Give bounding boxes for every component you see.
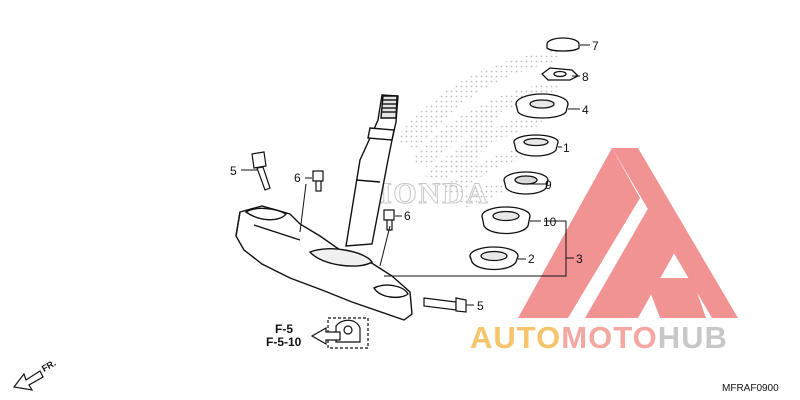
diagram-code: MFRAF0900 [722,383,779,394]
callout-9: 9 [545,178,552,192]
callout-4: 4 [582,103,589,117]
ref-arrow-icon [310,326,341,346]
logo-mark-icon [518,148,738,318]
logo-wordmark: AUTOMOTOHUB [470,320,728,355]
lock-nut [546,37,580,52]
adjusting-nut [515,93,569,119]
small-bolt-upper [312,170,324,192]
callout-8: 8 [582,70,589,84]
honda-wing-watermark [395,50,560,208]
small-bolt-lower [383,209,395,231]
callout-1: 1 [563,141,570,155]
bottom-bridge [235,205,413,321]
lower-bearing [469,246,519,271]
steering-stem [345,94,399,247]
honda-watermark-text: HONDA [368,177,490,210]
ref-f5: F-5 [275,322,293,336]
callout-6-upper: 6 [294,171,301,185]
front-direction-label: FR. [40,358,58,374]
ref-f5-10: F-5-10 [266,335,302,349]
callout-10: 10 [543,215,557,229]
logo-part-auto: AUTO [470,320,561,355]
logo-part-moto: MOTO [561,320,657,355]
callout-5-right: 5 [477,299,484,313]
cable-clamp [327,317,369,349]
callout-7: 7 [592,39,599,53]
upper-bearing [503,171,549,195]
callout-5-left: 5 [230,164,237,178]
bearing-race [481,206,531,235]
bolt-right-horizontal [423,297,467,313]
bolt-left-vertical [251,151,271,191]
front-direction-arrow-icon [12,370,44,391]
dust-seal [513,134,559,157]
callout-2: 2 [528,252,535,266]
callout-6-lower: 6 [404,209,411,223]
lock-washer [541,67,580,81]
leader-lines [241,44,590,306]
callout-3: 3 [576,252,583,266]
logo-part-hub: HUB [658,320,728,355]
